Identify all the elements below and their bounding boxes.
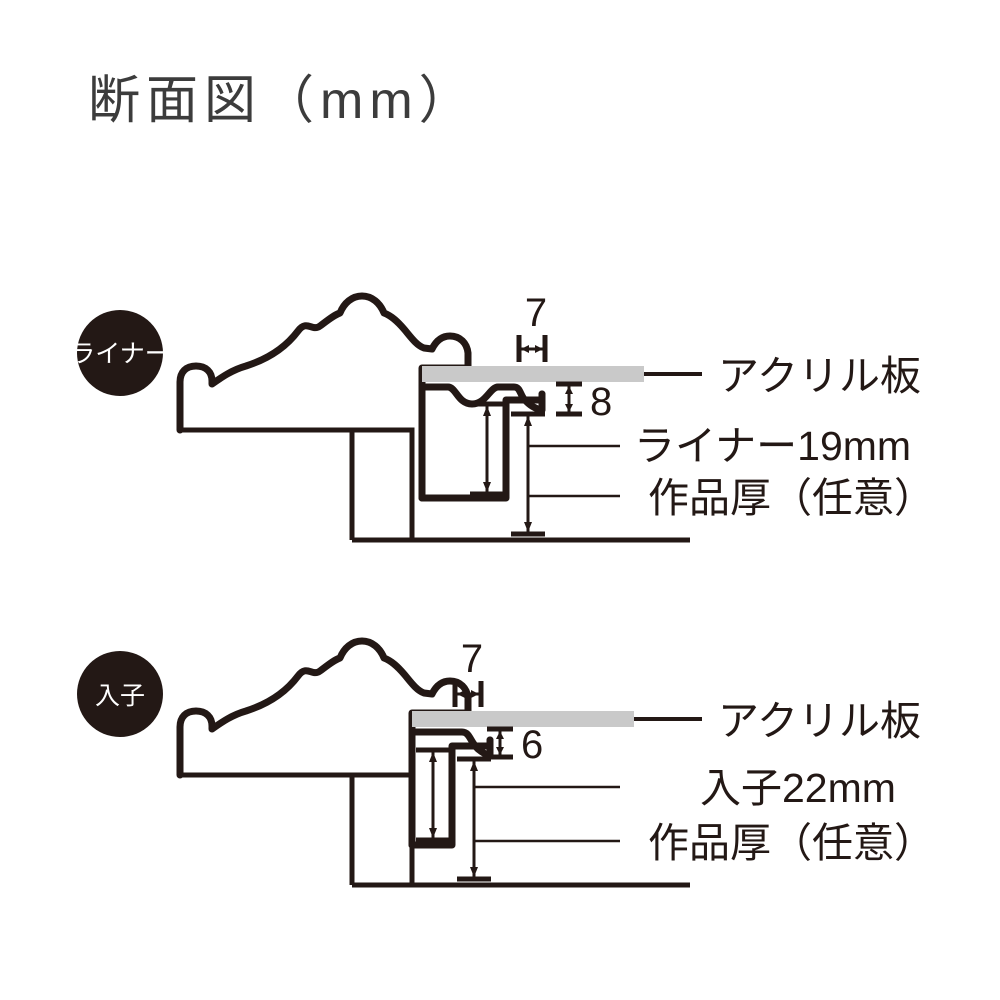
- callout-liner-depth: ライナー19mm: [634, 423, 911, 469]
- artwork-thickness-arrow-inset: [457, 756, 491, 882]
- page-title: 断面図（mm）: [88, 72, 477, 130]
- acrylic-board-bar-liner: [422, 366, 644, 382]
- acrylic-board-bar-inset: [412, 711, 634, 727]
- badge-circle-liner: [77, 310, 163, 396]
- badge-circle-inset: [77, 651, 163, 737]
- callout-acrylic-board-liner: アクリル板: [718, 353, 921, 399]
- dimension-7-liner: 7: [516, 291, 548, 362]
- inset-depth-arrow: [416, 747, 450, 843]
- dimension-value-6-inset: 6: [521, 723, 543, 767]
- dimension-8-liner: 8: [556, 380, 612, 424]
- dimension-6-inset: 6: [487, 723, 543, 767]
- badge-label-liner: ライナー: [70, 340, 170, 368]
- liner-depth-arrow: [470, 401, 504, 497]
- liner-inner-step: [418, 390, 546, 502]
- frame-moulding-profile-inset: [176, 637, 472, 779]
- artwork-thickness-arrow-liner: [511, 411, 545, 537]
- dimension-value-8-liner: 8: [590, 380, 612, 424]
- badge-inset: 入子: [77, 651, 163, 737]
- badge-liner: ライナー: [70, 310, 170, 396]
- inset-inner-step: [408, 736, 494, 849]
- liner-profile-curve: [418, 383, 546, 414]
- badge-label-inset: 入子: [95, 682, 145, 710]
- callout-inset-depth: 入子22mm: [700, 765, 896, 811]
- frame-moulding-profile-liner: [176, 292, 472, 434]
- dimension-7-inset: 7: [452, 637, 484, 707]
- dimension-value-7-liner: 7: [525, 291, 547, 335]
- callout-artwork-thickness-inset: 作品厚（任意）: [648, 820, 935, 866]
- callout-artwork-thickness-liner: 作品厚（任意）: [648, 475, 935, 521]
- callout-acrylic-board-inset: アクリル板: [718, 698, 921, 744]
- dimension-value-7-inset: 7: [461, 637, 483, 681]
